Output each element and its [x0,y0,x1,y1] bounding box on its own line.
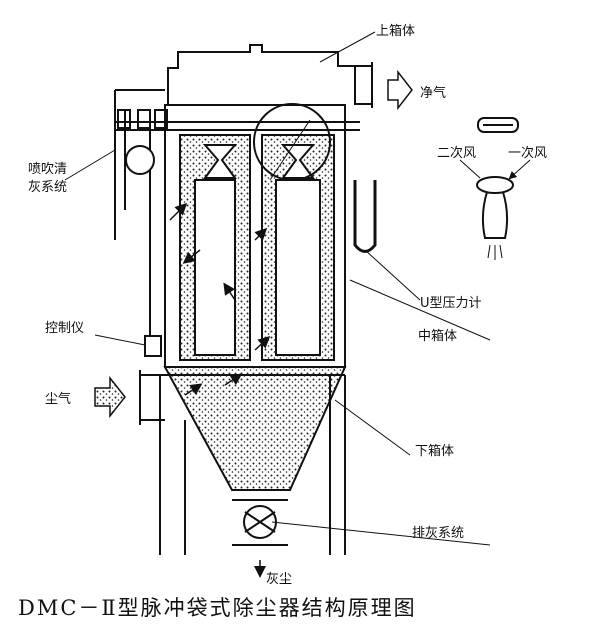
label-secondary-air: 二次风 [437,146,477,161]
u-manometer [353,180,377,253]
label-spray-cleaning-2: 灰系统 [28,180,68,195]
label-middle-box: 中箱体 [418,329,458,344]
upper-box [167,44,356,105]
inlet-duct [139,370,165,425]
label-lower-box: 下箱体 [415,444,455,459]
dusty-air-arrow [94,375,126,419]
pulse-pipes [114,89,165,340]
label-primary-air: 一次风 [508,146,548,161]
lower-box-hopper [163,366,347,491]
label-upper-box: 上箱体 [376,24,416,39]
diagram-title: DMC－Ⅱ型脉冲袋式除尘器结构原理图 [18,596,417,620]
detail-circle [253,103,331,181]
label-clean-air: 净气 [420,86,447,101]
controller-box [144,335,162,357]
air-bag [125,145,155,175]
legs [159,375,346,555]
label-controller: 控制仪 [45,321,85,336]
label-spray-cleaning-1: 喷吹清 [28,162,68,177]
clean-air-arrow [387,69,413,111]
label-dusty-air: 尘气 [45,392,72,407]
nozzle-inset [459,117,531,260]
label-ash-discharge: 排灰系统 [412,526,465,541]
label-u-manometer: U型压力计 [420,296,482,311]
outlet-duct [355,62,373,108]
label-dust: 灰尘 [266,572,293,587]
